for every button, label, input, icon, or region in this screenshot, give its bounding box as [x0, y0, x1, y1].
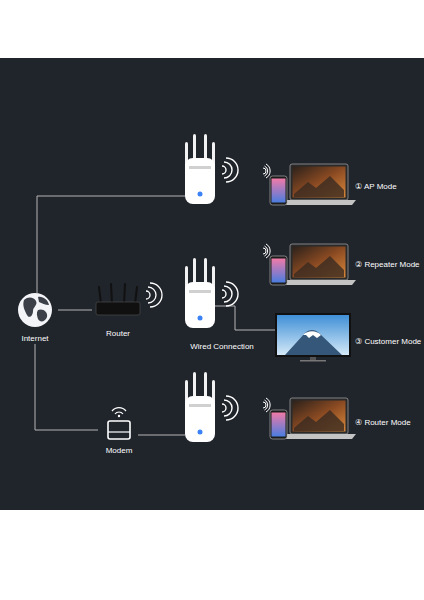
node-label: Internet	[21, 334, 48, 344]
network-cable	[35, 344, 98, 430]
mode-label: ③ Customer Mode	[355, 337, 421, 347]
mode-label: ② Repeater Mode	[355, 260, 420, 270]
network-cable	[58, 310, 92, 311]
node-label: Router	[106, 329, 130, 339]
mode-label: ④ Router Mode	[355, 418, 411, 428]
router-device: Router	[92, 283, 144, 339]
modem-device: Modem	[98, 418, 140, 456]
node-label: Modem	[106, 446, 133, 456]
internet-globe: Internet	[12, 292, 58, 344]
mode-label: ① AP Mode	[355, 182, 397, 192]
connection-label: Wired Connection	[187, 342, 257, 352]
